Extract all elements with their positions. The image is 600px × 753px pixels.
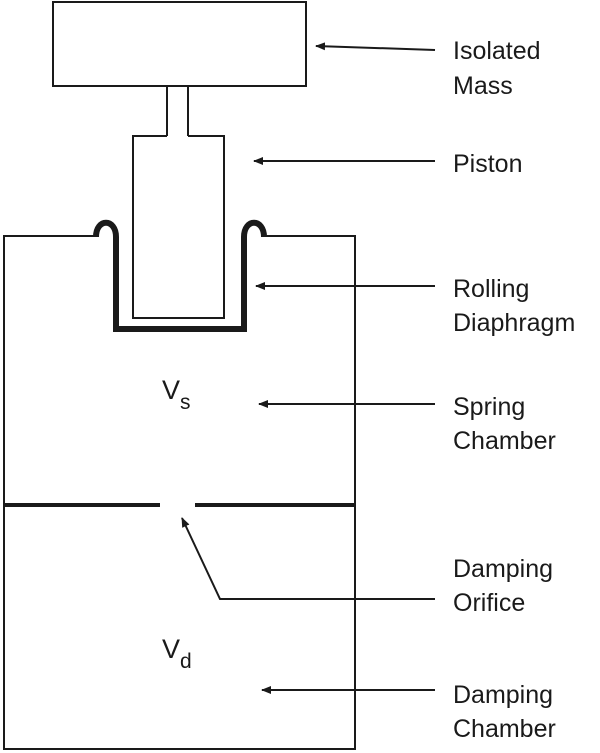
label-piston: Piston	[453, 150, 522, 178]
label-damping-orifice: Damping Orifice	[453, 555, 560, 617]
label-damping-chamber: Damping Chamber	[453, 681, 560, 743]
housing	[3, 235, 356, 750]
label-isolated-mass: Isolated Mass	[453, 37, 548, 100]
piston-body	[132, 135, 225, 319]
rolling-diaphragm	[93, 219, 267, 332]
isolated-mass-block	[52, 1, 307, 87]
label-rolling-diaphragm: Rolling Diaphragm	[453, 275, 575, 337]
spring-volume-label: Vs	[162, 375, 191, 414]
arrow-damping-orifice	[181, 517, 435, 600]
label-spring-chamber: Spring Chamber	[453, 393, 556, 455]
piston-rod	[166, 86, 189, 136]
damping-volume-label: Vd	[162, 634, 192, 673]
arrow-isolated-mass	[315, 42, 436, 51]
